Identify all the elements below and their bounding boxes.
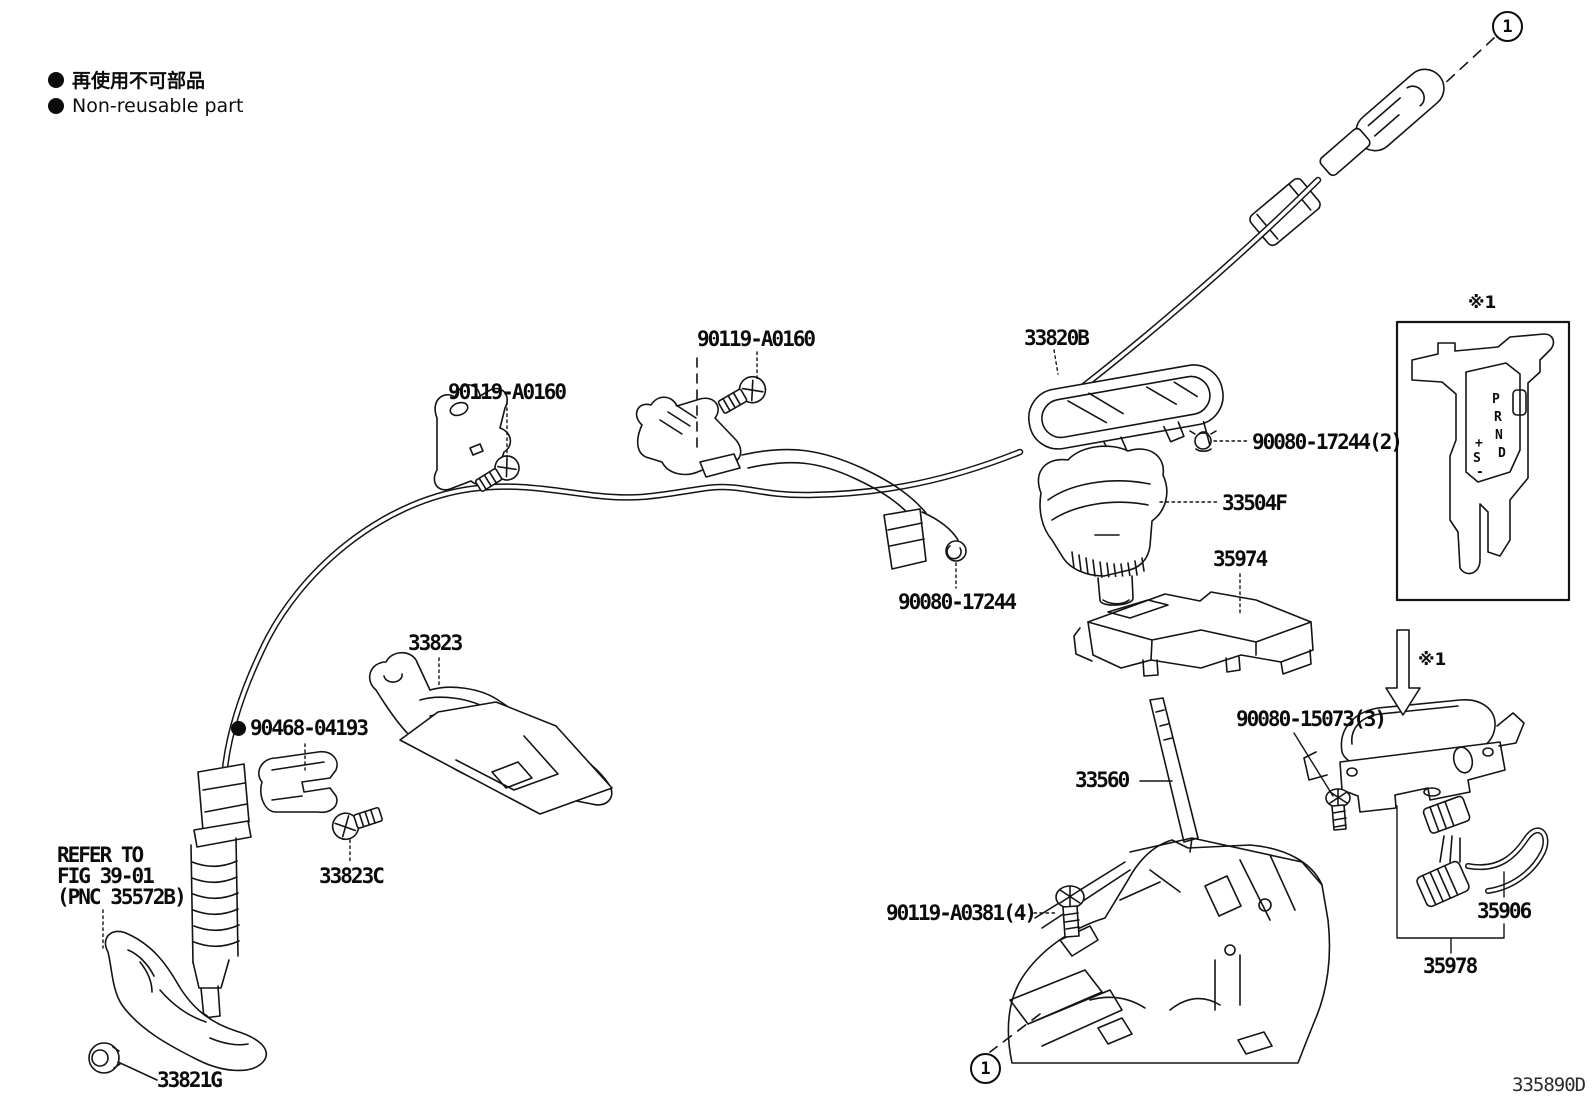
- leader-lines: [102, 349, 1505, 954]
- refer-note-line1: REFER TO: [57, 843, 144, 867]
- callout-33821g: 33821G: [157, 1068, 223, 1092]
- shifter-housing-assembly: [989, 837, 1331, 1064]
- legend-non-reusable-jp: 再使用不可部品: [48, 66, 205, 93]
- gate-letter-s: S: [1473, 451, 1481, 466]
- bolt-90119-a0381: [1055, 885, 1085, 938]
- legend-en-text: Non-reusable part: [72, 95, 244, 117]
- bolt-90080-15073: [1325, 788, 1351, 831]
- gate-letter-plus: +: [1475, 436, 1483, 451]
- nut-90080-17244: [945, 540, 967, 562]
- inset-reference-marker: ※1: [1468, 293, 1497, 313]
- shift-plate-33820b: [1027, 364, 1224, 459]
- wire-harness-35906: [1416, 795, 1549, 908]
- refer-note-line3: (PNC 35572B): [57, 885, 187, 909]
- callout-90468-04193: 90468-04193: [231, 716, 369, 740]
- refer-note-line2: FIG 39-01: [57, 864, 155, 888]
- retainer-bracket: [433, 384, 520, 492]
- callout-90080-17244: 90080-17244: [898, 590, 1017, 614]
- callout-90119-a0160-left: 90119-A0160: [448, 380, 567, 404]
- callout-90119-a0381-4: 90119-A0381(4): [886, 901, 1037, 925]
- callout-text: 90468-04193: [250, 716, 369, 740]
- shift-knob-33504f: [1037, 445, 1168, 606]
- grommet-33821g: [88, 1042, 158, 1081]
- down-arrow: [1385, 629, 1421, 716]
- gate-letter-d: D: [1498, 446, 1506, 461]
- arrow-reference-marker: ※1: [1418, 650, 1447, 670]
- diagram-code: 335890D: [1512, 1074, 1586, 1096]
- callout-33560: 33560: [1075, 768, 1130, 792]
- balloon-number: 1: [1502, 16, 1513, 37]
- clamp-bracket-33823: [368, 651, 613, 815]
- legend-jp-text: 再使用不可部品: [72, 70, 206, 92]
- gate-letter-r: R: [1494, 410, 1502, 425]
- callout-33823c: 33823C: [319, 864, 385, 888]
- bolt-33823c: [331, 806, 383, 841]
- callout-35978: 35978: [1423, 954, 1478, 978]
- callout-90080-17244-2: 90080-17244(2): [1252, 430, 1403, 454]
- transmission-lever: [104, 930, 268, 1072]
- callout-33504f: 33504F: [1222, 491, 1288, 515]
- callout-33820b: 33820B: [1024, 326, 1090, 350]
- gate-letter-p: P: [1492, 392, 1500, 407]
- refer-note: REFER TO FIG 39-01 (PNC 35572B): [57, 843, 187, 909]
- non-reusable-dot-icon: [48, 98, 64, 114]
- cable-boot: [179, 763, 252, 1043]
- shift-gate-inset: [1395, 320, 1571, 602]
- intermediate-link-arm: [699, 448, 959, 570]
- non-reusable-dot-icon: [48, 71, 64, 88]
- shift-lever-33560: [1139, 697, 1199, 843]
- non-reusable-dot-icon: [231, 721, 246, 736]
- balloon-1-bottom: 1: [970, 1053, 1001, 1084]
- callout-90080-15073-3: 90080-15073(3): [1236, 707, 1387, 731]
- callout-35974: 35974: [1213, 547, 1268, 571]
- slide-cover-35974: [1073, 591, 1314, 677]
- balloon-number: 1: [980, 1058, 991, 1079]
- cable-clamp-lever: [635, 357, 767, 476]
- clip-90468-04193: [258, 750, 338, 814]
- callout-35906: 35906: [1477, 899, 1532, 923]
- shift-lock-unit-35978: [1303, 699, 1525, 813]
- nut-90080-17244-pair: [1189, 430, 1217, 453]
- legend-non-reusable-en: Non-reusable part: [48, 95, 243, 117]
- callout-33823: 33823: [408, 631, 463, 655]
- balloon-1-top: 1: [1492, 11, 1523, 42]
- callout-90119-a0160-top: 90119-A0160: [697, 327, 816, 351]
- gate-letter-n: N: [1495, 428, 1503, 443]
- gate-letter-minus: -: [1476, 465, 1484, 480]
